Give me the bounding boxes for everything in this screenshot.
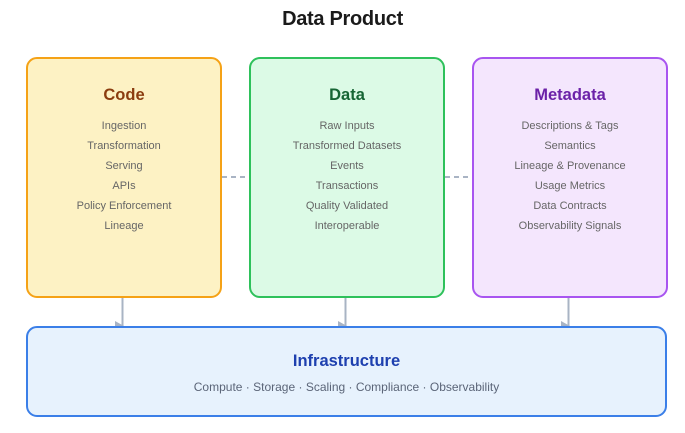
metadata-heading: Metadata xyxy=(534,86,606,104)
data-item: Raw Inputs xyxy=(319,120,375,132)
code-item: Lineage xyxy=(104,220,144,232)
metadata-item: Descriptions & Tags xyxy=(521,120,619,132)
infrastructure-subtitle: Compute · Storage · Scaling · Compliance… xyxy=(193,380,500,394)
metadata-item: Data Contracts xyxy=(533,200,607,212)
data-item: Events xyxy=(330,160,364,172)
metadata-box: Metadata Descriptions & Tags Semantics L… xyxy=(472,57,668,298)
metadata-item: Lineage & Provenance xyxy=(514,160,626,172)
infrastructure-heading: Infrastructure xyxy=(292,352,401,370)
data-item: Transactions xyxy=(315,180,379,192)
code-box: Code Ingestion Transformation Serving AP… xyxy=(26,57,222,298)
diagram-title: Data Product xyxy=(282,8,403,30)
metadata-item: Usage Metrics xyxy=(534,180,606,192)
code-heading: Code xyxy=(103,86,145,104)
data-heading: Data xyxy=(329,86,365,104)
code-item: Serving xyxy=(105,160,143,172)
data-items: Raw Inputs Transformed Datasets Events T… xyxy=(251,116,443,236)
data-item: Interoperable xyxy=(314,220,380,232)
code-item: APIs xyxy=(112,180,136,192)
code-item: Transformation xyxy=(87,140,161,152)
infrastructure-box: Infrastructure Compute · Storage · Scali… xyxy=(26,326,667,417)
code-item: Policy Enforcement xyxy=(76,200,172,212)
data-box: Data Raw Inputs Transformed Datasets Eve… xyxy=(249,57,445,298)
metadata-item: Observability Signals xyxy=(518,220,622,232)
data-item: Transformed Datasets xyxy=(292,140,402,152)
metadata-items: Descriptions & Tags Semantics Lineage & … xyxy=(474,116,666,236)
code-items: Ingestion Transformation Serving APIs Po… xyxy=(28,116,220,236)
data-item: Quality Validated xyxy=(305,200,389,212)
metadata-item: Semantics xyxy=(544,140,596,152)
code-item: Ingestion xyxy=(101,120,147,132)
